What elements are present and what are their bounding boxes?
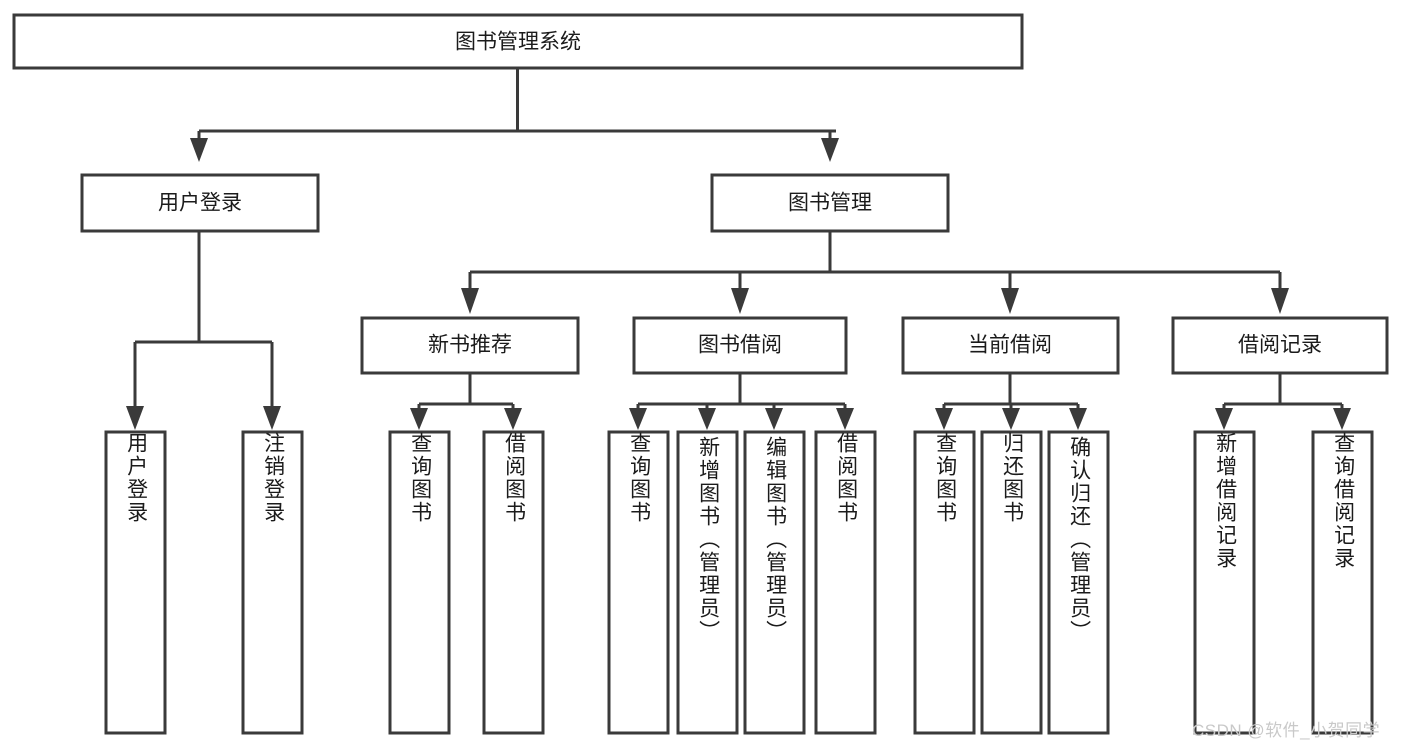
node-root-label: 图书管理系统 — [455, 31, 581, 54]
arrowhead-newbook-query — [410, 408, 428, 430]
node-book-borrow-box[interactable] — [632, 316, 848, 375]
connector-group-book-manage — [461, 232, 1289, 314]
leaf-box-logout[interactable] — [241, 430, 304, 735]
arrowhead-borrow-record — [1271, 288, 1289, 314]
node-book-borrow[interactable]: 图书借阅 — [632, 316, 848, 375]
arrowhead-leaf-user-login — [126, 406, 144, 430]
leaf-box-borrowrecord-add[interactable] — [1193, 430, 1256, 735]
node-new-book-recommend-label: 新书推荐 — [428, 334, 512, 357]
arrowhead-bookborrow-borrow — [836, 408, 854, 430]
arrowhead-borrowrecord-add — [1215, 408, 1233, 430]
leaf-box-newbook-borrow[interactable] — [482, 430, 545, 735]
arrowhead-book-manage — [821, 138, 839, 162]
leaf-box-currentborrow-query[interactable] — [913, 430, 976, 735]
connector-group-root — [190, 68, 839, 162]
node-user-login-label: 用户登录 — [158, 192, 242, 215]
arrowhead-currentborrow-confirm — [1069, 408, 1087, 430]
node-current-borrow[interactable]: 当前借阅 — [901, 316, 1120, 375]
node-root-box[interactable] — [12, 13, 1024, 70]
csdn-watermark: CSDN @软件_小贺同学 — [1192, 721, 1381, 740]
arrowhead-bookborrow-add — [698, 408, 716, 430]
leaf-box-currentborrow-confirm[interactable] — [1047, 430, 1110, 735]
node-user-login[interactable]: 用户登录 — [80, 173, 320, 233]
node-book-manage-box[interactable] — [710, 173, 950, 233]
leaf-box-user-login[interactable] — [104, 430, 167, 735]
arrowhead-borrowrecord-query — [1333, 408, 1351, 430]
arrowhead-bookborrow-edit — [765, 408, 783, 430]
arrowhead-leaf-logout — [263, 406, 281, 430]
node-borrow-record[interactable]: 借阅记录 — [1171, 316, 1389, 375]
node-current-borrow-label: 当前借阅 — [968, 334, 1052, 357]
connector-group-current-borrow — [935, 374, 1087, 430]
connector-group-new-book — [410, 374, 522, 430]
connector-group-borrow-record — [1215, 374, 1351, 430]
node-book-manage[interactable]: 图书管理 — [710, 173, 950, 233]
arrowhead-new-book — [461, 288, 479, 314]
leaf-box-currentborrow-return[interactable] — [980, 430, 1043, 735]
node-book-manage-label: 图书管理 — [788, 192, 872, 215]
connector-group-book-borrow — [629, 374, 854, 430]
node-root[interactable]: 图书管理系统 — [12, 13, 1024, 70]
arrowhead-newbook-borrow — [504, 408, 522, 430]
leaf-boxes — [104, 430, 1374, 735]
node-new-book-recommend-box[interactable] — [360, 316, 580, 375]
node-new-book-recommend[interactable]: 新书推荐 — [360, 316, 580, 375]
connector-group-user-login — [126, 232, 281, 430]
node-book-borrow-label: 图书借阅 — [698, 334, 782, 357]
arrowhead-book-borrow — [731, 288, 749, 314]
leaf-box-bookborrow-query[interactable] — [607, 430, 670, 735]
node-current-borrow-box[interactable] — [901, 316, 1120, 375]
node-user-login-box[interactable] — [80, 173, 320, 233]
arrowhead-currentborrow-return — [1002, 408, 1020, 430]
leaf-box-bookborrow-add[interactable] — [676, 430, 739, 735]
leaf-box-borrowrecord-query[interactable] — [1311, 430, 1374, 735]
node-borrow-record-label: 借阅记录 — [1238, 334, 1322, 357]
arrowhead-user-login — [190, 138, 208, 162]
arrowhead-currentborrow-query — [935, 408, 953, 430]
leaf-box-bookborrow-edit[interactable] — [743, 430, 806, 735]
leaf-box-bookborrow-borrow[interactable] — [814, 430, 877, 735]
node-borrow-record-box[interactable] — [1171, 316, 1389, 375]
arrowhead-current-borrow — [1001, 288, 1019, 314]
arrowhead-bookborrow-query — [629, 408, 647, 430]
leaf-box-newbook-query[interactable] — [388, 430, 451, 735]
